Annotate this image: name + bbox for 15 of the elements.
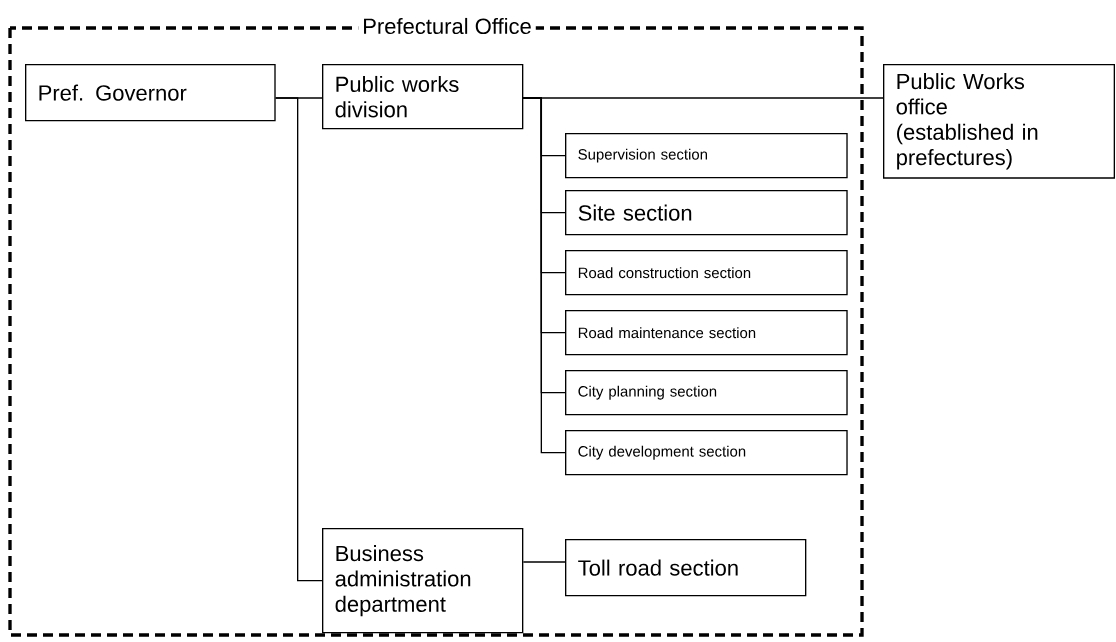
connector-line xyxy=(522,97,566,454)
org-box: Pref. Governor xyxy=(25,64,276,122)
org-box: Site section xyxy=(565,190,848,236)
org-box: Supervision section xyxy=(565,133,848,179)
connector-line xyxy=(522,561,566,563)
org-box: City development section xyxy=(565,430,848,476)
connector-line xyxy=(275,97,323,582)
org-box: Public Works office (established in prefectures) xyxy=(883,64,1115,179)
org-box: Road maintenance section xyxy=(565,310,848,356)
org-box: Public works division xyxy=(322,64,524,130)
frame-title: Prefectural Office xyxy=(358,13,536,39)
org-box: Toll road section xyxy=(565,539,807,597)
org-box: City planning section xyxy=(565,370,848,416)
org-box: Business administration department xyxy=(322,528,524,634)
org-box: Road construction section xyxy=(565,250,848,296)
